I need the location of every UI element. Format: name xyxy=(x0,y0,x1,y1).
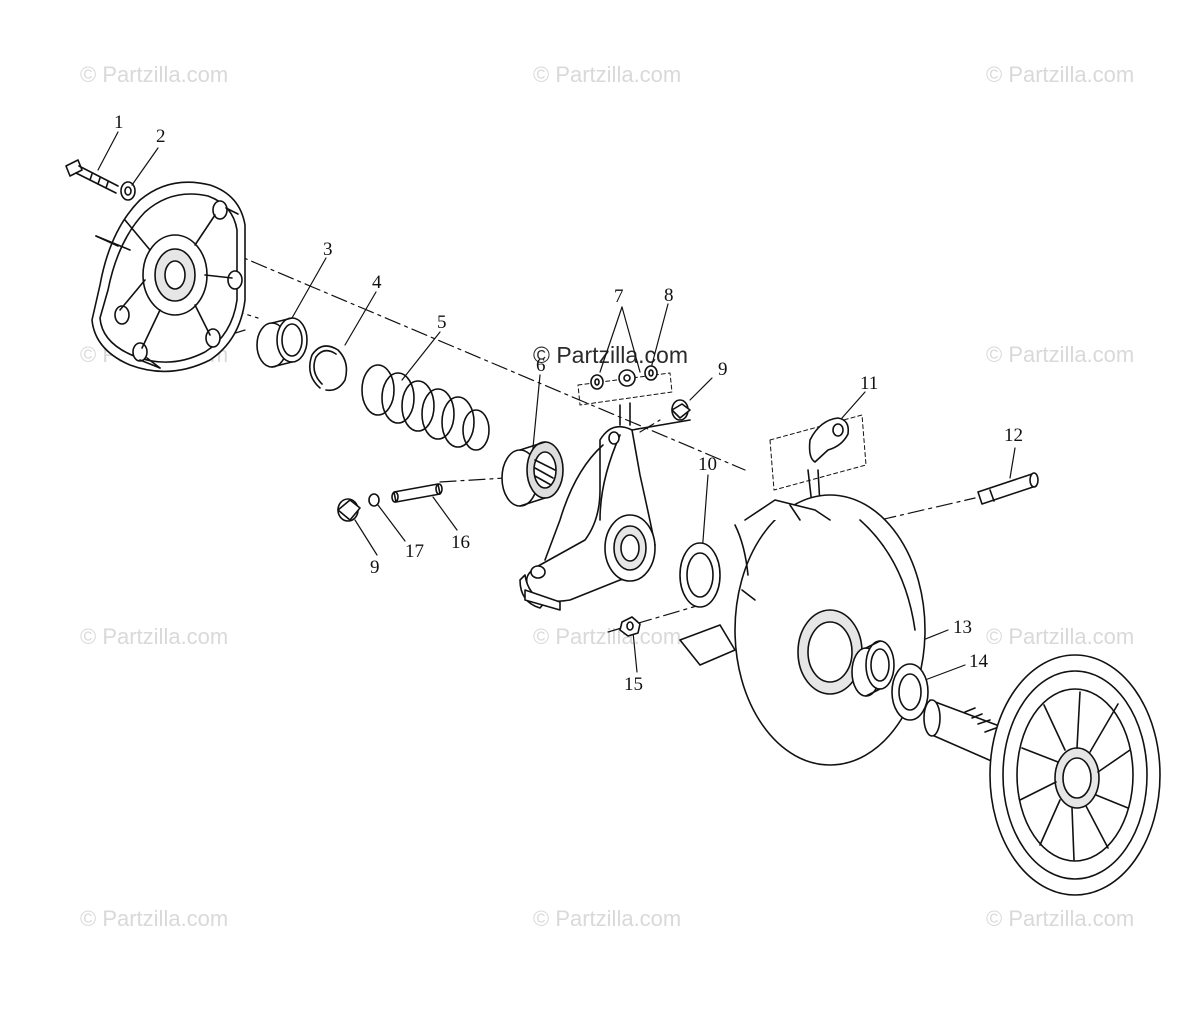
part-12-pin xyxy=(977,472,1039,505)
part-15-nut xyxy=(619,616,641,637)
part-9-plug-upper xyxy=(671,399,691,421)
callout-11: 11 xyxy=(860,373,879,394)
cover-guide-lines xyxy=(95,235,161,369)
callout-8: 8 xyxy=(664,285,674,306)
callout-5: 5 xyxy=(437,312,447,333)
callout-3: 3 xyxy=(323,239,333,260)
part-9-plug-lower xyxy=(337,498,361,522)
watermark-top-left: © Partzilla.com xyxy=(80,62,229,87)
part-16-pin xyxy=(391,483,443,503)
callout-2: 2 xyxy=(156,126,166,147)
spider-arm xyxy=(519,419,691,611)
moveable-sheave xyxy=(679,494,926,766)
callout-1: 1 xyxy=(114,112,124,133)
watermark-bottom-left: © Partzilla.com xyxy=(80,906,229,931)
callout-7: 7 xyxy=(614,286,624,307)
part-2-washer xyxy=(120,181,136,201)
part-17-ball xyxy=(368,493,380,507)
fixed-sheave xyxy=(923,654,1161,896)
callout-9-upper: 9 xyxy=(718,359,728,380)
callout-17: 17 xyxy=(405,541,424,562)
leader-lines xyxy=(97,131,1016,681)
callout-15: 15 xyxy=(624,674,643,695)
part-1-bolt xyxy=(65,159,119,194)
watermark-bottom-right: © Partzilla.com xyxy=(986,906,1135,931)
watermark-mid-right: © Partzilla.com xyxy=(986,342,1135,367)
callout-13: 13 xyxy=(953,617,972,638)
part-5-spring xyxy=(361,364,490,451)
part-10-washer xyxy=(679,542,721,608)
watermark-top-center: © Partzilla.com xyxy=(533,62,682,87)
part-13-bushing xyxy=(851,640,895,697)
callout-10: 10 xyxy=(698,454,717,475)
callout-6: 6 xyxy=(536,355,546,376)
part-14-washer xyxy=(891,663,929,721)
part-3-bushing xyxy=(256,317,308,368)
part-11-bracket xyxy=(769,414,867,506)
part-6-hub xyxy=(501,441,564,507)
cover-plate xyxy=(91,181,246,373)
callout-9-lower: 9 xyxy=(370,557,380,578)
watermark-low-left: © Partzilla.com xyxy=(80,624,229,649)
watermark-low-center: © Partzilla.com xyxy=(533,624,682,649)
parts-7-8-rollers xyxy=(577,365,673,426)
watermark-top-right: © Partzilla.com xyxy=(986,62,1135,87)
part-4-snap-ring xyxy=(309,345,348,392)
callout-14: 14 xyxy=(969,651,988,672)
callout-4: 4 xyxy=(372,272,382,293)
callout-12: 12 xyxy=(1004,425,1023,446)
watermark-low-right: © Partzilla.com xyxy=(986,624,1135,649)
watermark-bottom-center: © Partzilla.com xyxy=(533,906,682,931)
watermark-center: © Partzilla.com xyxy=(533,342,688,368)
callout-16: 16 xyxy=(451,532,470,553)
